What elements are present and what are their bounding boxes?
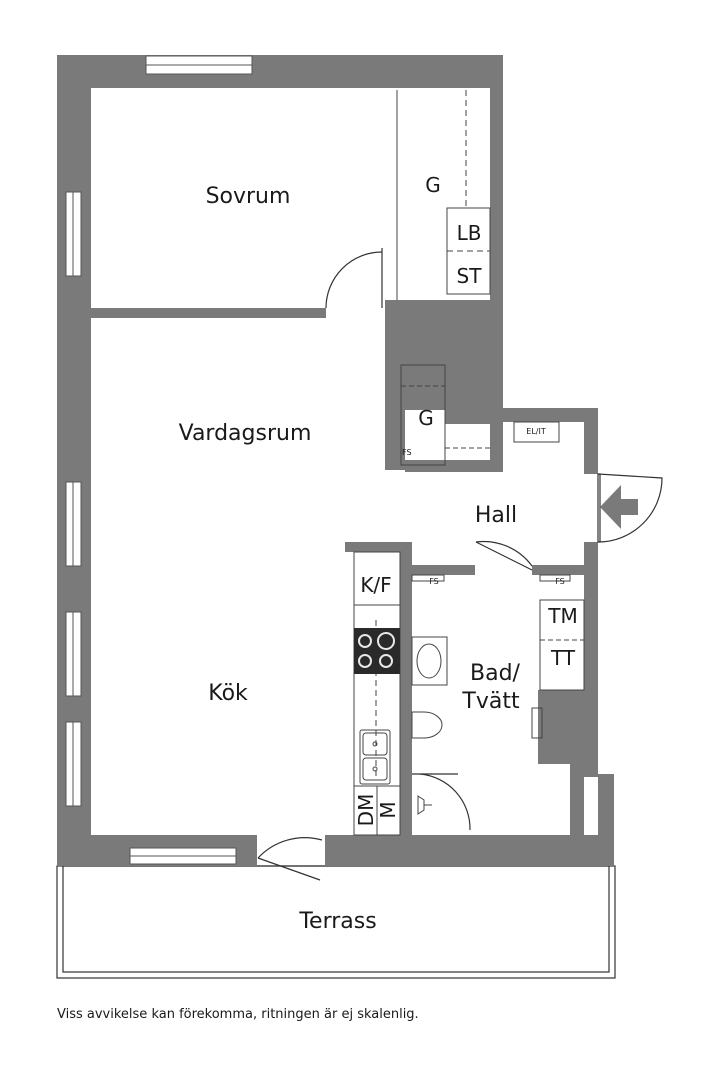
label-dm: DM (354, 794, 378, 827)
disclaimer-text: Viss avvikelse kan förekomma, ritningen … (57, 1007, 419, 1022)
room-label-terrass: Terrass (298, 909, 376, 934)
walls (57, 55, 614, 866)
shower-icon (417, 795, 432, 815)
label-m: M (376, 801, 400, 818)
room-label-hall: Hall (475, 503, 517, 528)
label-wardrobe-hall: G (418, 406, 434, 430)
label-wardrobe-bedroom: G (425, 173, 441, 197)
toilet-icon (411, 711, 443, 739)
entrance-arrow-icon (600, 485, 638, 529)
label-lb: LB (457, 221, 482, 245)
label-fs-bath: FS (429, 577, 439, 586)
label-fs-laundry: FS (555, 577, 565, 586)
bathroom-fixtures (411, 599, 585, 815)
label-tt: TT (550, 646, 576, 670)
stove-icon (354, 628, 400, 674)
label-fs-closet: FS (402, 448, 412, 457)
kitchen-counter (353, 551, 401, 836)
kitchen-sink-icon (359, 729, 391, 785)
washbasin-icon (416, 643, 442, 679)
label-st: ST (457, 264, 483, 288)
label-kf: K/F (360, 573, 391, 597)
room-label-kok: Kök (208, 681, 248, 706)
windows (65, 55, 253, 865)
label-tm: TM (547, 604, 577, 628)
room-label-sovrum: Sovrum (206, 184, 291, 209)
storage-fixtures (396, 90, 571, 582)
room-label-bad-line1: Bad/ (470, 661, 521, 686)
doors (257, 248, 663, 881)
room-label-bad-line2: Tvätt (461, 689, 520, 714)
label-el-it: EL/IT (526, 427, 546, 436)
room-label-vardagsrum: Vardagsrum (179, 421, 312, 446)
